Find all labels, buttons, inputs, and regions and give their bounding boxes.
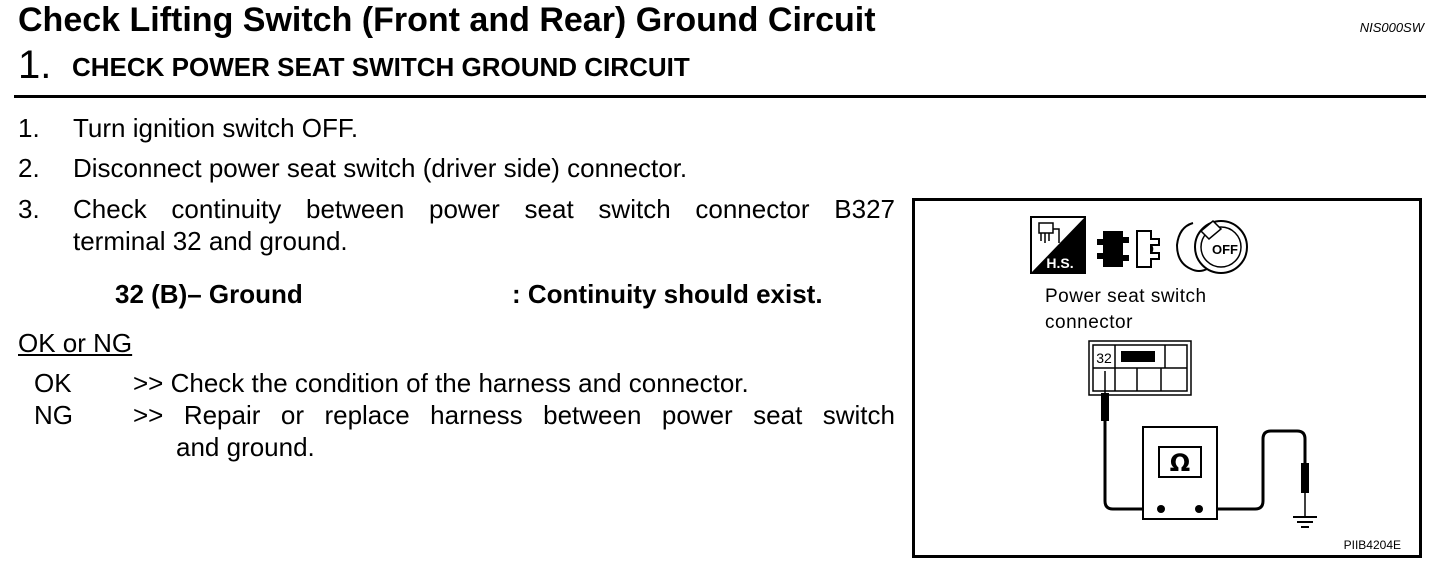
- instruction-2-text: Disconnect power seat switch (driver sid…: [73, 153, 688, 183]
- instruction-1-text: Turn ignition switch OFF.: [73, 113, 359, 143]
- ng-label: NG: [34, 400, 73, 430]
- step-title: CHECK POWER SEAT SWITCH GROUND CIRCUIT: [72, 52, 690, 82]
- spec-terminal: 32 (B)– Ground: [115, 279, 303, 309]
- document-code: NIS000SW: [1359, 20, 1424, 35]
- ng-action-line2: and ground.: [176, 432, 315, 462]
- figure-code: PIIB4204E: [1344, 538, 1401, 552]
- ohmmeter: Ω: [1142, 426, 1218, 520]
- ignition-off-icon: OFF: [1175, 219, 1248, 274]
- ground-icon: [1293, 516, 1317, 528]
- instruction-2-number: 2.: [18, 153, 40, 183]
- wire-connector-to-meter: [1103, 421, 1161, 511]
- connector-probe: [1101, 371, 1109, 421]
- instruction-3-text-line2: terminal 32 and ground.: [73, 226, 348, 256]
- wiring-figure: H.S. OFF Power seat switch connector: [912, 198, 1422, 558]
- circuit-diagram: H.S. OFF Power seat switch connector: [1030, 216, 1401, 552]
- ohm-symbol: Ω: [1170, 449, 1190, 477]
- ng-action-line1: >> Repair or replace harness between pow…: [133, 400, 895, 430]
- page-title: Check Lifting Switch (Front and Rear) Gr…: [18, 1, 876, 39]
- spec-condition: : Continuity should exist.: [512, 279, 823, 309]
- terminal-32-label: 32: [1096, 350, 1112, 366]
- connector-label-line1: Power seat switch: [1045, 286, 1207, 307]
- ok-label: OK: [34, 368, 72, 398]
- instruction-1-number: 1.: [18, 113, 40, 143]
- off-text: OFF: [1212, 242, 1238, 257]
- step-number: 1.: [18, 43, 52, 87]
- connector-label-line2: connector: [1045, 312, 1133, 333]
- power-seat-switch-connector: 32: [1088, 340, 1192, 396]
- badge-text: H.S.: [1046, 255, 1073, 271]
- ok-action: >> Check the condition of the harness an…: [133, 368, 749, 398]
- wire-meter-to-ground: [1199, 429, 1307, 511]
- result-heading: OK or NG: [18, 328, 133, 358]
- harness-icon: H.S.: [1030, 216, 1086, 274]
- connector-disconnect-icon: [1097, 230, 1160, 268]
- header-divider: [14, 95, 1426, 98]
- instruction-3-number: 3.: [18, 194, 40, 224]
- instruction-3-text-line1: Check continuity between power seat swit…: [73, 194, 895, 224]
- ground-probe: [1301, 463, 1309, 517]
